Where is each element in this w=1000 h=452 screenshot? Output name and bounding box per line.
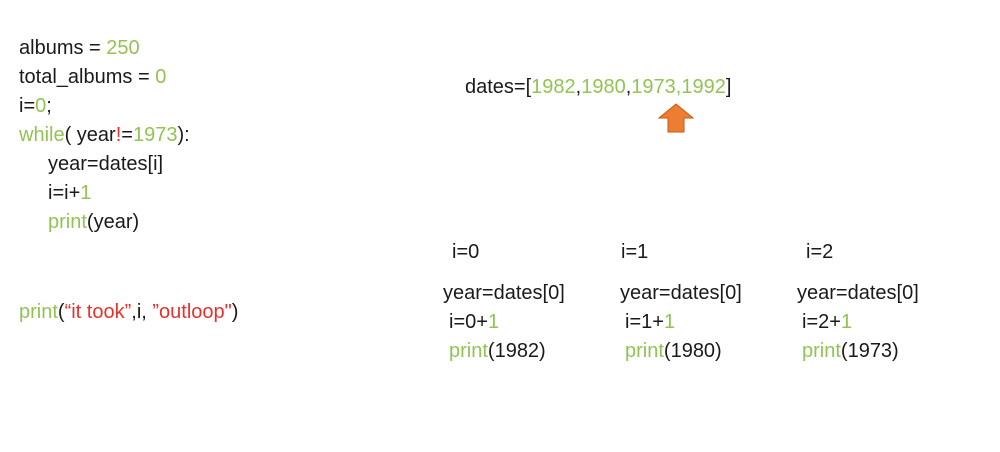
code-line-albums: albums = 250	[19, 37, 140, 59]
iteration-0-header: i=0	[452, 241, 480, 263]
code-line-i-increment: i=i+1	[48, 182, 92, 204]
dates-value-1: 1982	[531, 76, 576, 98]
up-arrow-icon	[658, 103, 694, 133]
code-line-while: while( year!=1973):	[19, 124, 190, 146]
dates-list: dates=[1982,1980,1973,1992]	[465, 76, 732, 98]
dates-value-3: 1973	[631, 76, 676, 98]
iteration-0-print: print(1982)	[449, 340, 546, 362]
code-line-total-albums: total_albums = 0	[19, 66, 167, 88]
code-line-year-assign: year=dates[i]	[48, 153, 164, 175]
iteration-0-increment: i=0+1	[449, 311, 500, 333]
code-line-print-year: print(year)	[48, 211, 140, 233]
iteration-2-assign: year=dates[0]	[797, 282, 919, 304]
iteration-1-assign: year=dates[0]	[620, 282, 742, 304]
iteration-1-header: i=1	[621, 241, 649, 263]
iteration-1-increment: i=1+1	[625, 311, 676, 333]
iteration-2-header: i=2	[806, 241, 834, 263]
code-line-print-outloop: print(“it took”,i, ”outloop")	[19, 301, 239, 323]
code-line-i-init: i=0;	[19, 95, 52, 117]
iteration-2-print: print(1973)	[802, 340, 899, 362]
dates-value-4: 1992	[681, 76, 726, 98]
dates-value-2: 1980	[581, 76, 626, 98]
iteration-2-increment: i=2+1	[802, 311, 853, 333]
iteration-0-assign: year=dates[0]	[443, 282, 565, 304]
iteration-1-print: print(1980)	[625, 340, 722, 362]
